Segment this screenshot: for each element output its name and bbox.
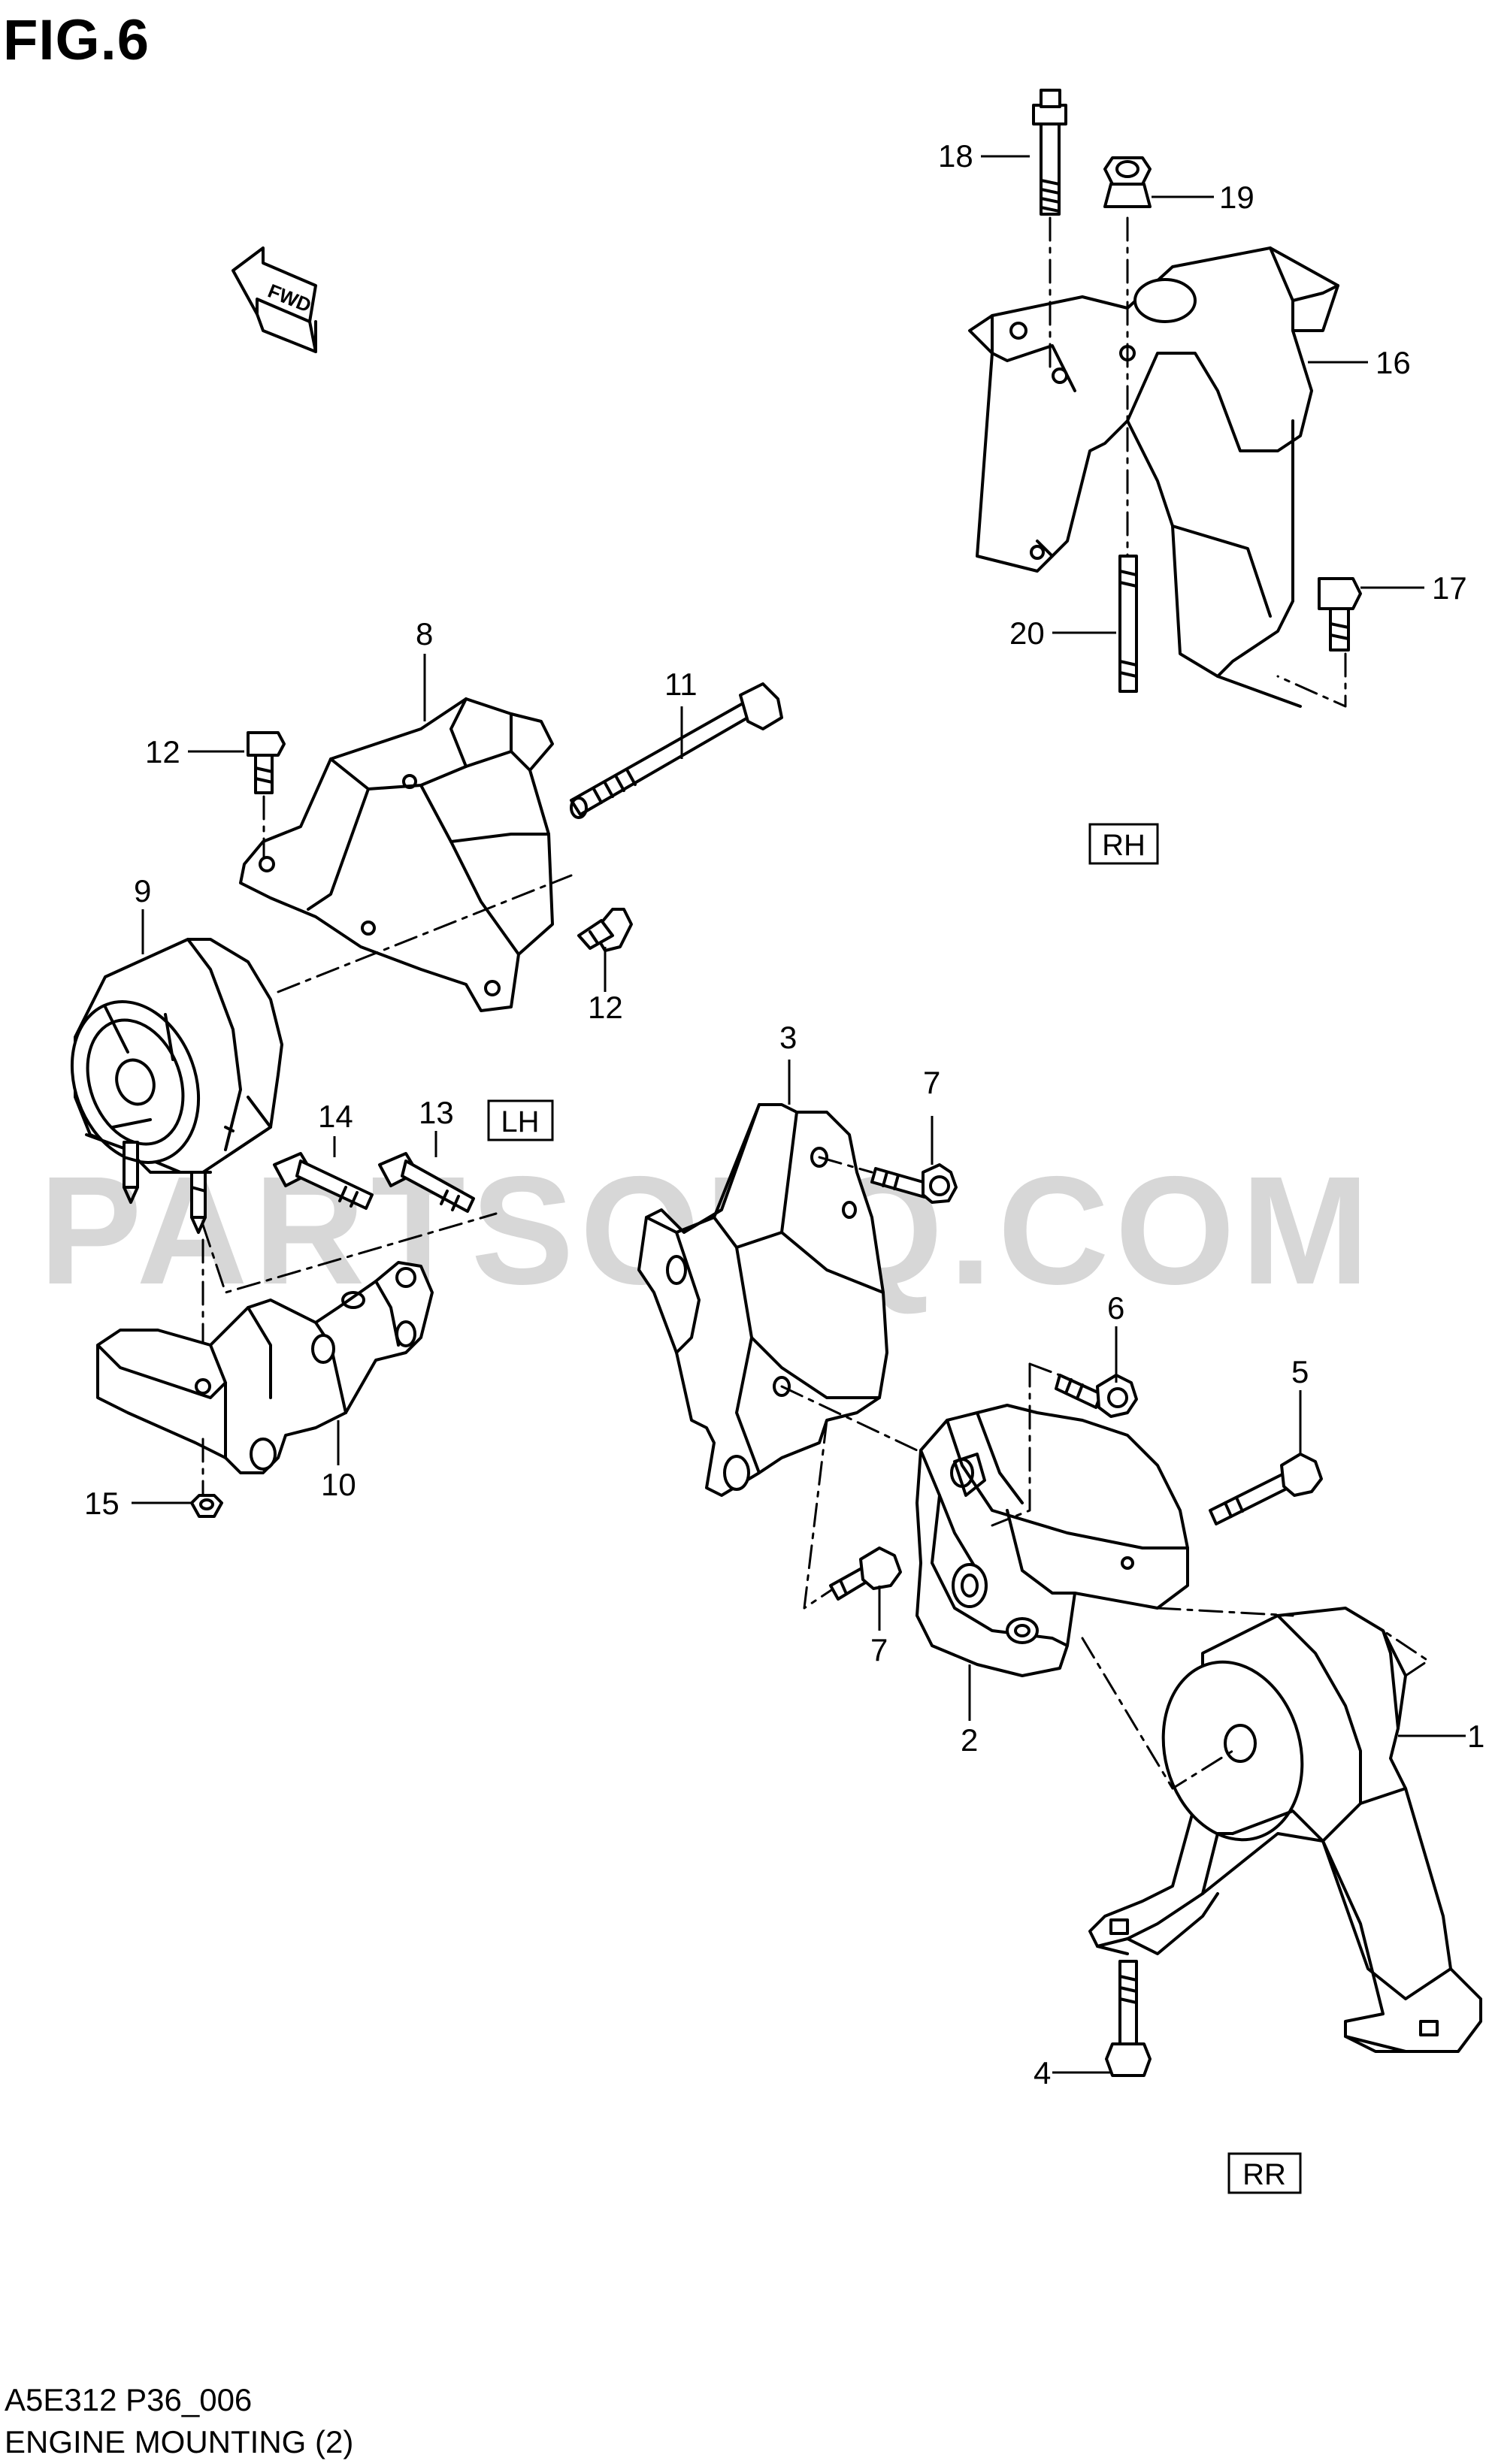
- bolt-4: [1105, 1960, 1152, 2077]
- callout-11: 11: [664, 667, 698, 702]
- drawing-code: A5E312 P36_006: [5, 2382, 253, 2417]
- mount-bracket-2: [916, 1404, 1189, 1677]
- lh-label-box: [487, 1099, 554, 1141]
- callout-9: 9: [134, 873, 151, 909]
- bolt-12-upper: [247, 731, 286, 794]
- bolt-12-lower: [577, 908, 633, 952]
- bolt-6: [1055, 1374, 1138, 1418]
- bolt-13: [378, 1152, 475, 1213]
- bolt-7-upper: [870, 1163, 958, 1204]
- bolt-7-lower: [829, 1546, 902, 1601]
- rear-engine-mount-1: [1088, 1607, 1482, 2053]
- mount-9-studs: [123, 1141, 207, 1234]
- callout-4: 4: [1034, 2055, 1051, 2091]
- lh-section-label: LH: [501, 1105, 539, 1138]
- callout-18: 18: [938, 138, 973, 174]
- callout-12-upper: 12: [145, 734, 180, 769]
- nut-19: [1103, 156, 1152, 208]
- nut-15: [190, 1494, 223, 1518]
- callout-8: 8: [416, 616, 433, 652]
- lh-bracket-10: [96, 1261, 434, 1474]
- mount-bracket-3: [637, 1103, 888, 1497]
- stud-20: [1118, 555, 1138, 693]
- rh-section-label: RH: [1102, 829, 1146, 862]
- bolt-11: [570, 682, 783, 819]
- callout-6: 6: [1107, 1290, 1124, 1326]
- callout-7-lower: 7: [870, 1632, 888, 1667]
- callout-20: 20: [1009, 615, 1045, 651]
- rubber-mount-9: [70, 938, 283, 1174]
- fwd-arrow-icon: [232, 246, 317, 353]
- callout-14: 14: [318, 1099, 353, 1134]
- rr-label-box: [1227, 2152, 1302, 2194]
- callout-5: 5: [1291, 1354, 1309, 1389]
- rh-engine-mount-16: [968, 246, 1339, 708]
- bolt-14: [273, 1152, 374, 1210]
- callout-13: 13: [419, 1095, 454, 1130]
- figure-caption: ENGINE MOUNTING (2): [5, 2424, 354, 2459]
- callout-12-lower: 12: [588, 990, 623, 1025]
- callout-7-upper: 7: [923, 1065, 940, 1100]
- lh-mount-bracket-8: [239, 697, 554, 1012]
- figure-title: FIG.6: [3, 8, 150, 72]
- callout-3: 3: [779, 1020, 797, 1055]
- callout-10: 10: [321, 1467, 356, 1502]
- bolt-5: [1209, 1453, 1323, 1525]
- rh-label-box: [1088, 823, 1159, 865]
- callout-15: 15: [84, 1486, 120, 1521]
- callout-1: 1: [1467, 1719, 1484, 1754]
- callout-2: 2: [961, 1722, 978, 1758]
- bolt-18: [1032, 89, 1067, 216]
- callout-17: 17: [1432, 570, 1467, 606]
- rr-section-label: RR: [1242, 2158, 1286, 2191]
- callout-16: 16: [1376, 345, 1411, 380]
- bolt-17: [1318, 577, 1362, 652]
- callout-19: 19: [1219, 180, 1254, 215]
